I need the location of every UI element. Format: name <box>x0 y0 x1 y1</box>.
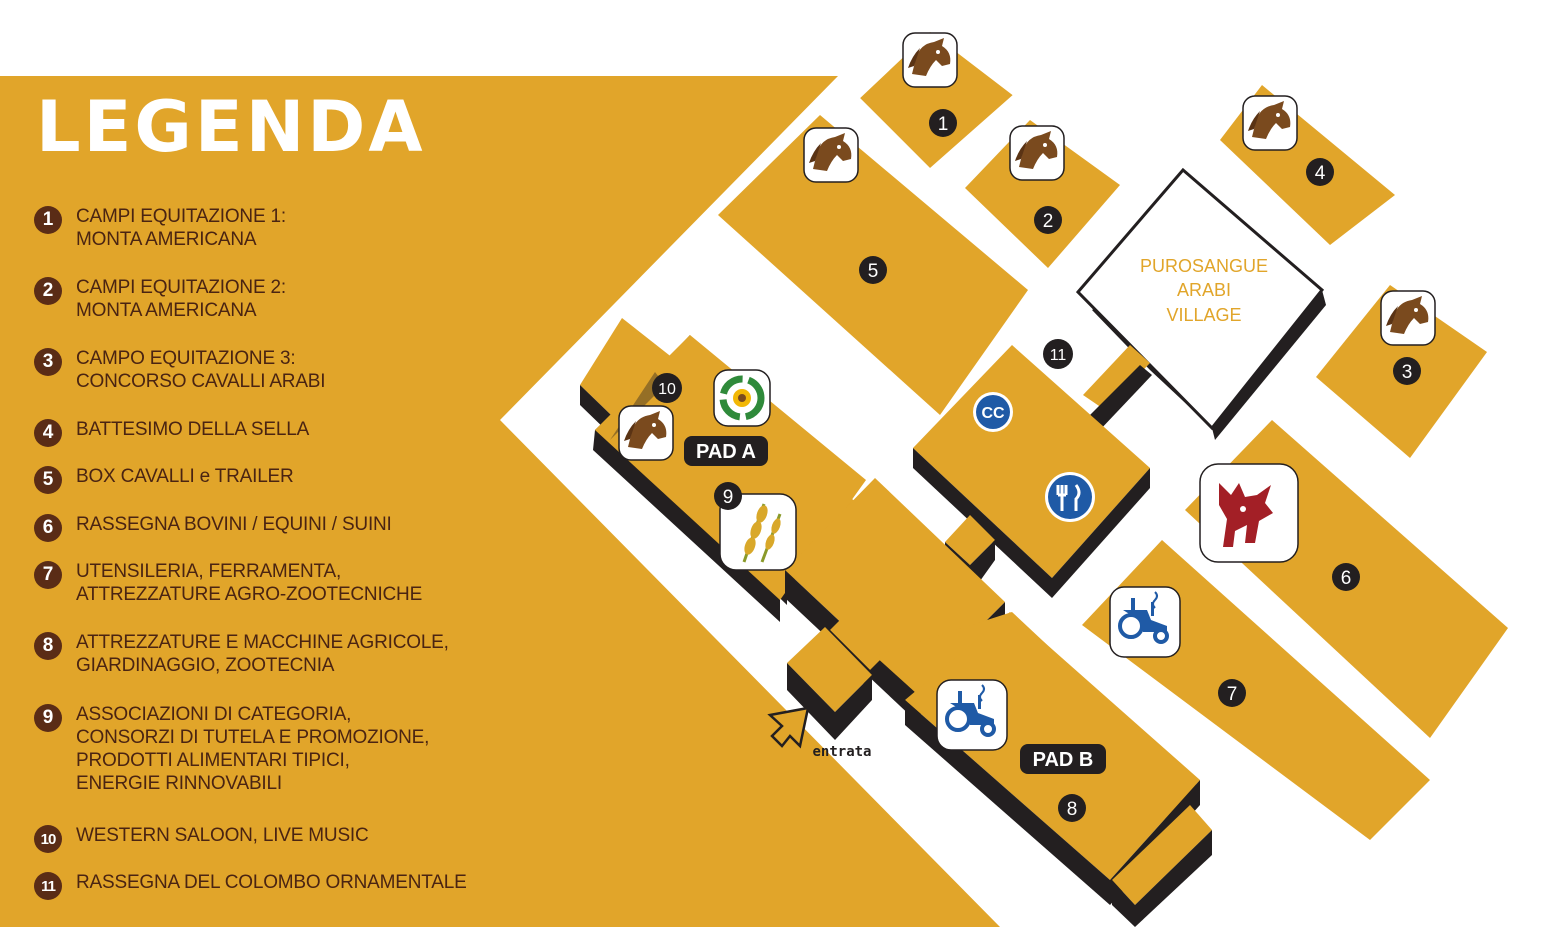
legend-item-2: 2 CAMPI EQUITAZIONE 2: MONTA AMERICANA <box>34 276 286 322</box>
horse-icon <box>618 405 674 461</box>
svg-text:9: 9 <box>723 487 734 508</box>
svg-text:VILLAGE: VILLAGE <box>1166 305 1241 325</box>
legend-number-badge: 6 <box>34 514 62 542</box>
area-number-3: 3 <box>1393 357 1421 385</box>
area-number-8: 8 <box>1058 794 1086 822</box>
svg-text:1: 1 <box>938 114 949 135</box>
legend-item-5: 5 BOX CAVALLI e TRAILER <box>34 465 294 494</box>
svg-text:4: 4 <box>1315 163 1326 184</box>
horse-icon <box>1380 290 1436 346</box>
legend-item-label: CAMPI EQUITAZIONE 1: MONTA AMERICANA <box>76 206 286 250</box>
legend-number-badge: 7 <box>34 561 62 589</box>
legend-item-label: CAMPI EQUITAZIONE 2: MONTA AMERICANA <box>76 277 286 321</box>
cc-icon: CC <box>973 392 1013 432</box>
legend-number-badge: 2 <box>34 277 62 305</box>
legend-item-6: 6 RASSEGNA BOVINI / EQUINI / SUINI <box>34 513 392 542</box>
legend-item-label: BATTESIMO DELLA SELLA <box>76 419 310 440</box>
legend-item-label: ATTREZZATURE E MACCHINE AGRICOLE, GIARDI… <box>76 632 449 676</box>
svg-text:PAD A: PAD A <box>696 441 756 463</box>
area-number-4: 4 <box>1306 158 1334 186</box>
area-1-field <box>855 28 1018 173</box>
wheat-icon <box>719 493 797 571</box>
legend-item-3: 3 CAMPO EQUITAZIONE 3: CONCORSO CAVALLI A… <box>34 347 326 393</box>
svg-text:PAD B: PAD B <box>1033 749 1094 771</box>
area-number-1: 1 <box>929 109 957 137</box>
pad-b-label: PAD B <box>1020 744 1106 774</box>
legend-number-badge: 10 <box>34 825 62 853</box>
legend-title: LEGENDA <box>36 86 426 168</box>
pad-a-label: PAD A <box>684 436 768 466</box>
legend-item-label: UTENSILERIA, FERRAMENTA, ATTREZZATURE AG… <box>76 561 423 605</box>
legend-item-label: WESTERN SALOON, LIVE MUSIC <box>76 825 369 846</box>
area-11-building <box>913 345 1152 598</box>
legend-item-1: 1 CAMPI EQUITAZIONE 1: MONTA AMERICANA <box>34 205 286 251</box>
area-number-11: 11 <box>1043 339 1073 369</box>
svg-text:8: 8 <box>1067 799 1078 820</box>
legend-panel <box>0 76 1000 927</box>
legend-number-badge: 1 <box>34 206 62 234</box>
horse-icon <box>902 32 958 88</box>
horse-icon <box>1009 125 1065 181</box>
horse-icon <box>803 127 859 183</box>
restaurant-icon <box>1045 472 1095 522</box>
area-2-field <box>965 120 1120 268</box>
area-number-6: 6 <box>1332 563 1360 591</box>
legend-number-badge: 11 <box>34 872 62 900</box>
legend-number-badge: 8 <box>34 632 62 660</box>
arabi-village-label: PUROSANGUE ARABI VILLAGE <box>1140 256 1268 325</box>
svg-text:5: 5 <box>868 261 879 282</box>
legend-item-label: RASSEGNA BOVINI / EQUINI / SUINI <box>76 514 392 535</box>
horse-icon <box>1242 95 1298 151</box>
legend-item-label: RASSEGNA DEL COLOMBO ORNAMENTALE <box>76 872 467 893</box>
svg-text:11: 11 <box>1050 347 1067 364</box>
area-number-5: 5 <box>859 256 887 284</box>
legend-number-badge: 9 <box>34 704 62 732</box>
legend-number-badge: 5 <box>34 466 62 494</box>
svg-text:10: 10 <box>658 381 676 398</box>
svg-text:CC: CC <box>981 405 1005 422</box>
tractor-icon <box>1108 585 1182 659</box>
arabi-village <box>1075 167 1326 440</box>
legend-item-11: 11 RASSEGNA DEL COLOMBO ORNAMENTALE <box>34 871 467 900</box>
legend-item-4: 4 BATTESIMO DELLA SELLA <box>34 418 309 447</box>
legend-item-8: 8 ATTREZZATURE E MACCHINE AGRICOLE, GIARD… <box>34 631 449 677</box>
area-number-9: 9 <box>714 482 742 510</box>
svg-text:PUROSANGUE: PUROSANGUE <box>1140 256 1268 276</box>
svg-text:2: 2 <box>1043 211 1054 232</box>
svg-text:ARABI: ARABI <box>1177 280 1231 300</box>
legend-number-badge: 4 <box>34 419 62 447</box>
legend-item-label: CAMPO EQUITAZIONE 3: CONCORSO CAVALLI AR… <box>76 348 326 392</box>
svg-text:3: 3 <box>1402 362 1413 383</box>
entrance-label: entrata <box>812 744 871 760</box>
legend-number-badge: 3 <box>34 348 62 376</box>
tractor-icon <box>935 678 1009 752</box>
recycle-icon <box>713 369 771 427</box>
legend-item-9: 9 ASSOCIAZIONI DI CATEGORIA, CONSORZI DI … <box>34 703 429 795</box>
svg-text:6: 6 <box>1341 568 1352 589</box>
legend-item-label: BOX CAVALLI e TRAILER <box>76 466 294 487</box>
cow-icon <box>1199 463 1299 563</box>
entrance-arrow-icon <box>767 706 810 749</box>
legend-item-10: 10 WESTERN SALOON, LIVE MUSIC <box>34 824 369 853</box>
legend-item-label: ASSOCIAZIONI DI CATEGORIA, CONSORZI DI T… <box>76 704 430 794</box>
area-number-7: 7 <box>1218 679 1246 707</box>
legend-item-7: 7 UTENSILERIA, FERRAMENTA, ATTREZZATURE A… <box>34 560 422 606</box>
area-number-10: 10 <box>652 373 682 403</box>
svg-text:7: 7 <box>1227 684 1238 705</box>
area-number-2: 2 <box>1034 206 1062 234</box>
